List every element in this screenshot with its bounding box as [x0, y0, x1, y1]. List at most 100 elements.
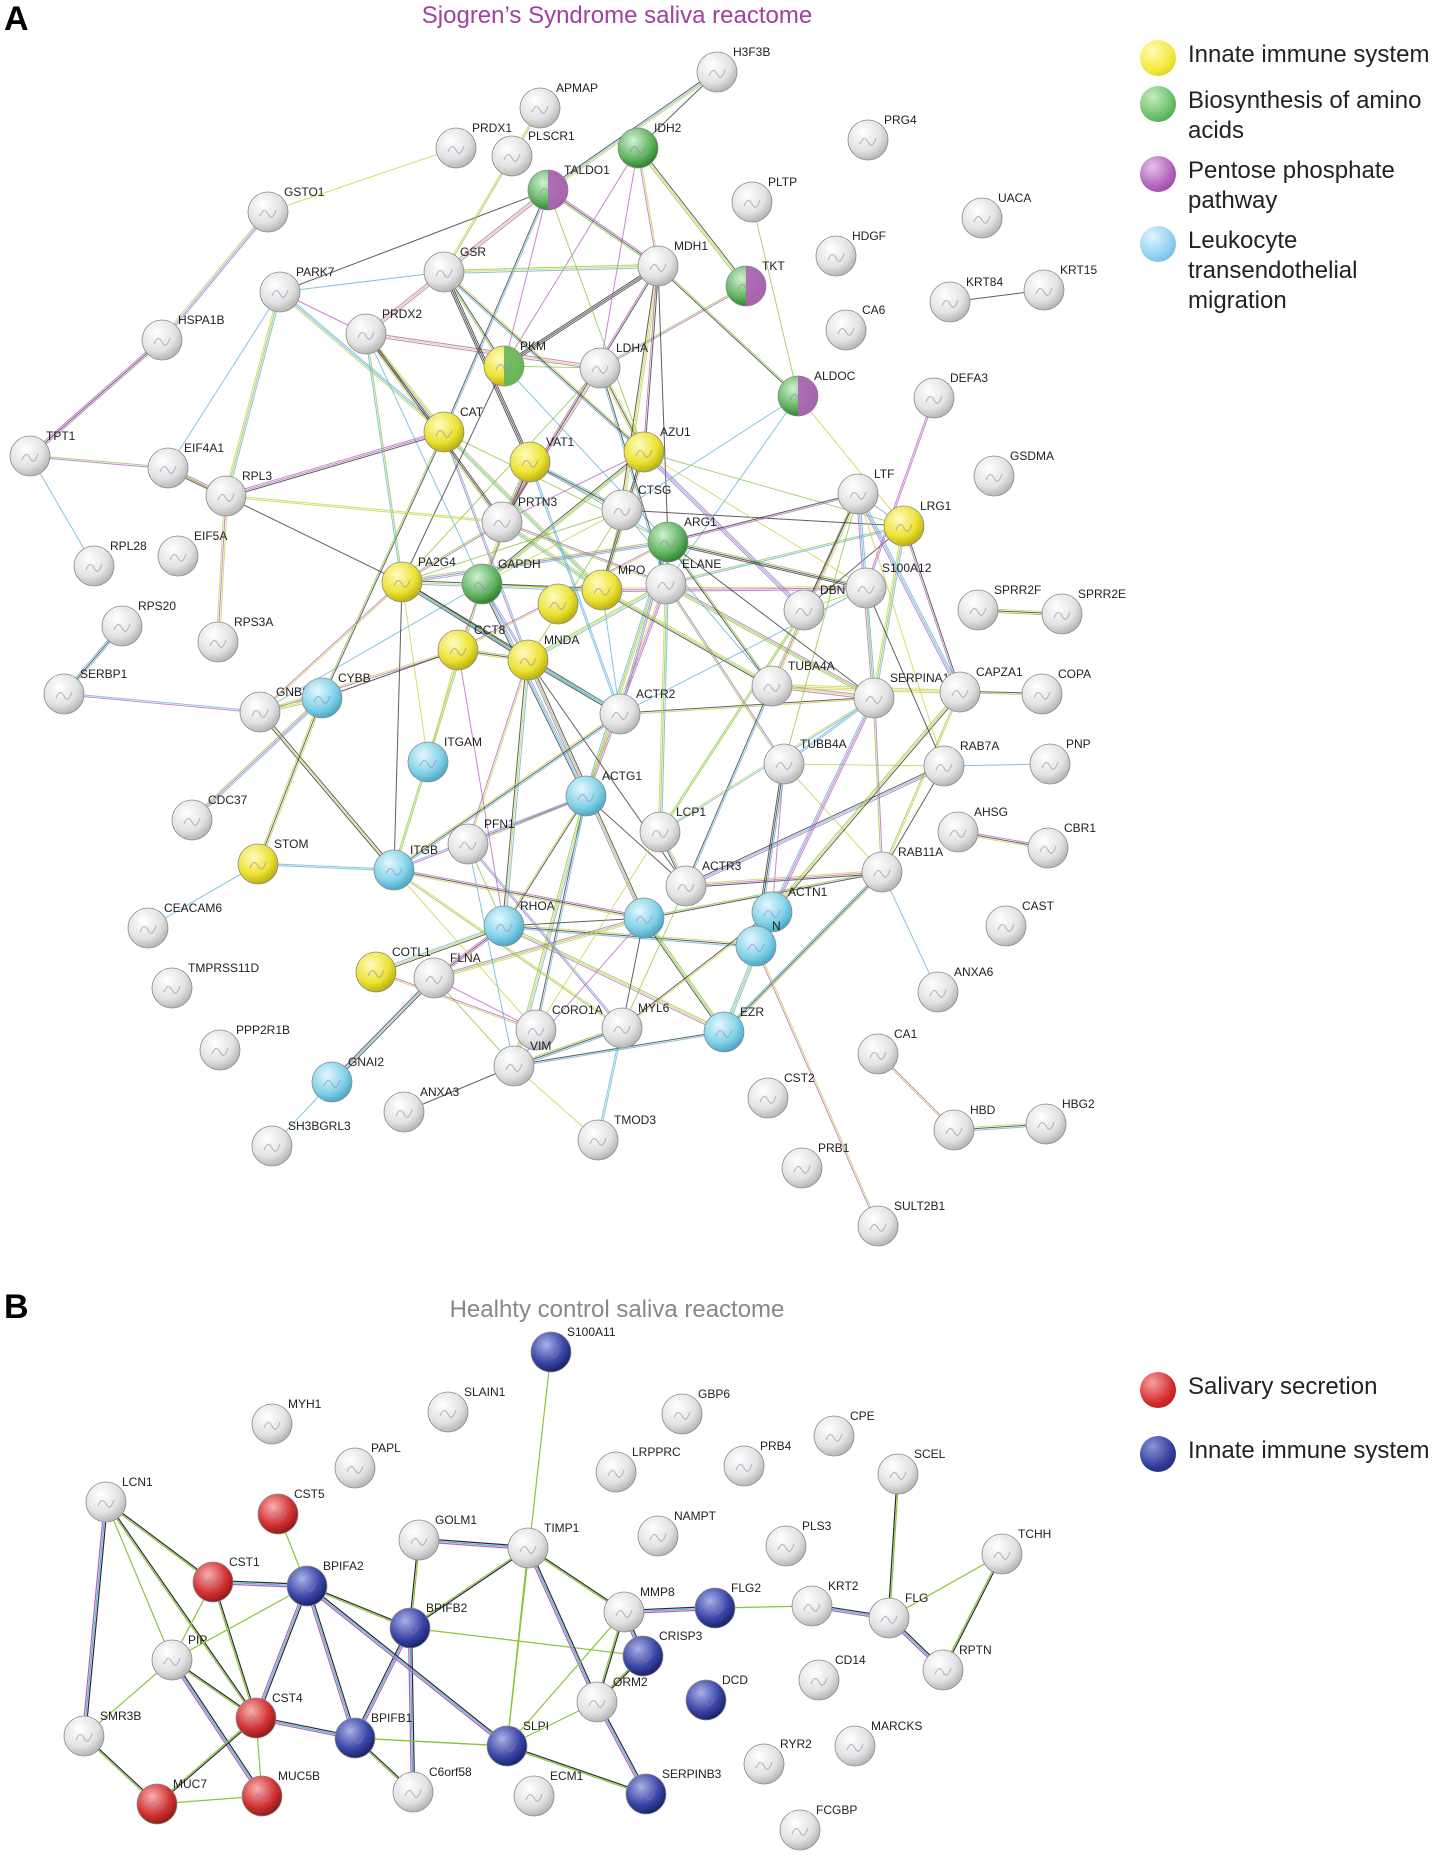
node-azu1[interactable] — [623, 431, 665, 473]
node-anxa3[interactable] — [383, 1091, 425, 1133]
node-hspa1b[interactable] — [141, 319, 183, 361]
node-msn[interactable] — [735, 925, 777, 967]
node-coro1a[interactable] — [515, 1009, 557, 1051]
node-ahsg[interactable] — [937, 811, 979, 853]
node-krt2[interactable] — [791, 1585, 833, 1627]
node-mpo[interactable] — [581, 569, 623, 611]
node-actb[interactable] — [623, 897, 665, 939]
node-arg1[interactable] — [647, 521, 689, 563]
node-actn1[interactable] — [751, 891, 793, 933]
node-mdh1[interactable] — [637, 245, 679, 287]
node-myl6[interactable] — [601, 1007, 643, 1049]
node-ppp2r1b[interactable] — [199, 1029, 241, 1071]
node-cotl1[interactable] — [355, 951, 397, 993]
node-fcgbp[interactable] — [779, 1809, 821, 1851]
node-itgb[interactable] — [373, 849, 415, 891]
node-slain1[interactable] — [427, 1391, 469, 1433]
node-golm1[interactable] — [398, 1519, 440, 1561]
node-cybb[interactable] — [301, 677, 343, 719]
node-aldoc[interactable] — [777, 375, 819, 417]
node-pnp[interactable] — [1029, 743, 1071, 785]
node-ezr[interactable] — [703, 1011, 745, 1053]
node-lcp1[interactable] — [639, 811, 681, 853]
node-ltf[interactable] — [837, 473, 879, 515]
node-ca1[interactable] — [857, 1033, 899, 1075]
node-cst1[interactable] — [192, 1561, 234, 1603]
node-gsto1[interactable] — [247, 191, 289, 233]
node-cst4[interactable] — [235, 1697, 277, 1739]
node-tmprss11d[interactable] — [151, 967, 193, 1009]
node-itgam[interactable] — [407, 741, 449, 783]
node-taldo1[interactable] — [527, 169, 569, 211]
node-copa[interactable] — [1021, 673, 1063, 715]
node-ca6[interactable] — [825, 309, 867, 351]
node-gnb2l1[interactable] — [239, 691, 281, 733]
node-ceacam6[interactable] — [127, 907, 169, 949]
node-prtn3[interactable] — [481, 501, 523, 543]
node-rab7a[interactable] — [923, 745, 965, 787]
node-krt84[interactable] — [929, 281, 971, 323]
node-dcd[interactable] — [685, 1679, 727, 1721]
node-ecm1[interactable] — [513, 1775, 555, 1817]
node-prg4[interactable] — [847, 119, 889, 161]
node-gsdma[interactable] — [973, 455, 1015, 497]
node-rps20[interactable] — [101, 605, 143, 647]
node-serpinb3[interactable] — [625, 1773, 667, 1815]
node-ryr2[interactable] — [743, 1743, 785, 1785]
node-prb4[interactable] — [723, 1445, 765, 1487]
node-tmod3[interactable] — [577, 1119, 619, 1161]
node-pa2g4[interactable] — [381, 561, 423, 603]
node-bpifa2[interactable] — [286, 1565, 328, 1607]
node-cpe[interactable] — [813, 1415, 855, 1457]
node-flg2[interactable] — [694, 1587, 736, 1629]
node-sprr2f[interactable] — [957, 589, 999, 631]
node-smr3b[interactable] — [63, 1715, 105, 1757]
node-orm2[interactable] — [576, 1681, 618, 1723]
node-gapdh[interactable] — [461, 563, 503, 605]
node-bpifb2[interactable] — [389, 1607, 431, 1649]
node-ldha[interactable] — [579, 347, 621, 389]
node-prb1[interactable] — [781, 1147, 823, 1189]
node-serbp1[interactable] — [43, 673, 85, 715]
node-nampt[interactable] — [637, 1515, 679, 1557]
node-elane[interactable] — [645, 563, 687, 605]
node-uaca[interactable] — [961, 197, 1003, 239]
node-rps3a[interactable] — [197, 621, 239, 663]
node-hbd[interactable] — [933, 1109, 975, 1151]
node-mpo2[interactable] — [537, 583, 579, 625]
node-park7[interactable] — [259, 271, 301, 313]
node-actg1[interactable] — [565, 775, 607, 817]
node-gsr[interactable] — [423, 251, 465, 293]
node-eif4a1[interactable] — [147, 447, 189, 489]
node-slpi[interactable] — [486, 1725, 528, 1767]
node-mnda[interactable] — [507, 639, 549, 681]
node-pip[interactable] — [151, 1639, 193, 1681]
node-defa3[interactable] — [913, 377, 955, 419]
node-muc7[interactable] — [136, 1783, 178, 1825]
node-cdc37[interactable] — [171, 799, 213, 841]
node-myh1[interactable] — [251, 1403, 293, 1445]
node-tuba4a[interactable] — [751, 665, 793, 707]
node-stom[interactable] — [237, 843, 279, 885]
node-cct8[interactable] — [437, 629, 479, 671]
node-plscr1[interactable] — [491, 135, 533, 177]
node-cbr1[interactable] — [1027, 827, 1069, 869]
node-lrpprc[interactable] — [595, 1451, 637, 1493]
node-serpina1[interactable] — [853, 677, 895, 719]
node-flg[interactable] — [868, 1597, 910, 1639]
node-tubb4a[interactable] — [763, 743, 805, 785]
node-c6orf58[interactable] — [392, 1771, 434, 1813]
node-prdx1[interactable] — [435, 127, 477, 169]
node-eif5a[interactable] — [157, 535, 199, 577]
node-actr3[interactable] — [665, 865, 707, 907]
node-cst2[interactable] — [747, 1077, 789, 1119]
node-cst5[interactable] — [257, 1493, 299, 1535]
node-prdx2[interactable] — [345, 313, 387, 355]
node-actr2[interactable] — [599, 693, 641, 735]
node-gnai2[interactable] — [311, 1061, 353, 1103]
node-idh2[interactable] — [617, 127, 659, 169]
node-marcks[interactable] — [834, 1725, 876, 1767]
node-vat1[interactable] — [509, 441, 551, 483]
node-krt15[interactable] — [1023, 269, 1065, 311]
node-crisp3[interactable] — [622, 1635, 664, 1677]
